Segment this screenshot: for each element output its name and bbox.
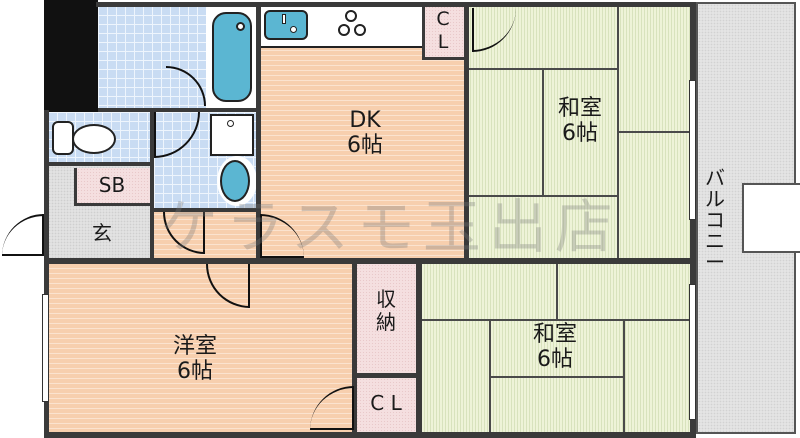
wall-right: [690, 2, 696, 438]
washroom-floor: [98, 6, 206, 110]
watermark: ケラスモ玉出店: [160, 193, 621, 261]
washitsu-bottom-window: [689, 284, 696, 420]
wall-middle: [44, 258, 694, 264]
closet-top-label: C L: [436, 8, 450, 53]
storage-label: 収 納: [376, 287, 396, 334]
wall-bath-bottom: [98, 108, 258, 112]
yoshitsu-window: [42, 294, 49, 402]
faucet-icon: [282, 14, 286, 24]
wall-storage-divider: [356, 373, 418, 378]
washitsu-top-window: [689, 80, 696, 220]
wall-storage-right: [416, 262, 422, 434]
yoshitsu-label: 洋室 6帖: [172, 334, 217, 385]
washitsu-top-label: 和室 6帖: [557, 96, 602, 147]
stove-burner-icon: [338, 24, 350, 36]
kitchen-sink-icon: [264, 10, 308, 40]
washitsu-bottom-label: 和室 6帖: [532, 322, 577, 373]
wall-storage-left: [352, 262, 357, 434]
dk-label: DK 6帖: [347, 108, 383, 159]
bathtub-drain-icon: [236, 22, 245, 31]
entrance-door[interactable]: [2, 214, 44, 256]
wall-top: [96, 2, 696, 7]
closet-bottom: [356, 378, 416, 434]
sink-basin-icon: [220, 160, 250, 202]
stove-burner-icon: [345, 10, 357, 22]
closet-bottom-label: C L: [370, 391, 402, 415]
wall-left: [44, 110, 49, 438]
genkan-label: 玄: [92, 221, 112, 245]
yoshitsu-floor: [48, 264, 352, 434]
closet-top: [422, 6, 464, 60]
wall-bottom: [44, 432, 696, 438]
wall-toilet-bottom: [48, 162, 154, 166]
wall-wash-bottom: [154, 208, 258, 212]
sb-label: SB: [98, 173, 126, 197]
sink-drain-icon: [290, 26, 297, 33]
washing-machine-pan-icon: [210, 114, 254, 156]
pipe-shaft: [44, 0, 98, 112]
wall-dk-left: [256, 2, 261, 260]
toilet-bowl-icon: [72, 124, 116, 154]
drain-icon: [227, 120, 234, 127]
bathtub-icon: [212, 12, 252, 102]
wall-dk-right: [464, 2, 469, 260]
wall-toilet-right: [150, 110, 154, 260]
balcony-label: バ ル コ ニ ー: [705, 166, 725, 274]
balcony-notch: [742, 183, 800, 253]
toilet-tank-icon: [52, 121, 74, 155]
storage: [356, 264, 416, 374]
shoe-box: [74, 168, 150, 206]
stove-burner-icon: [354, 24, 366, 36]
